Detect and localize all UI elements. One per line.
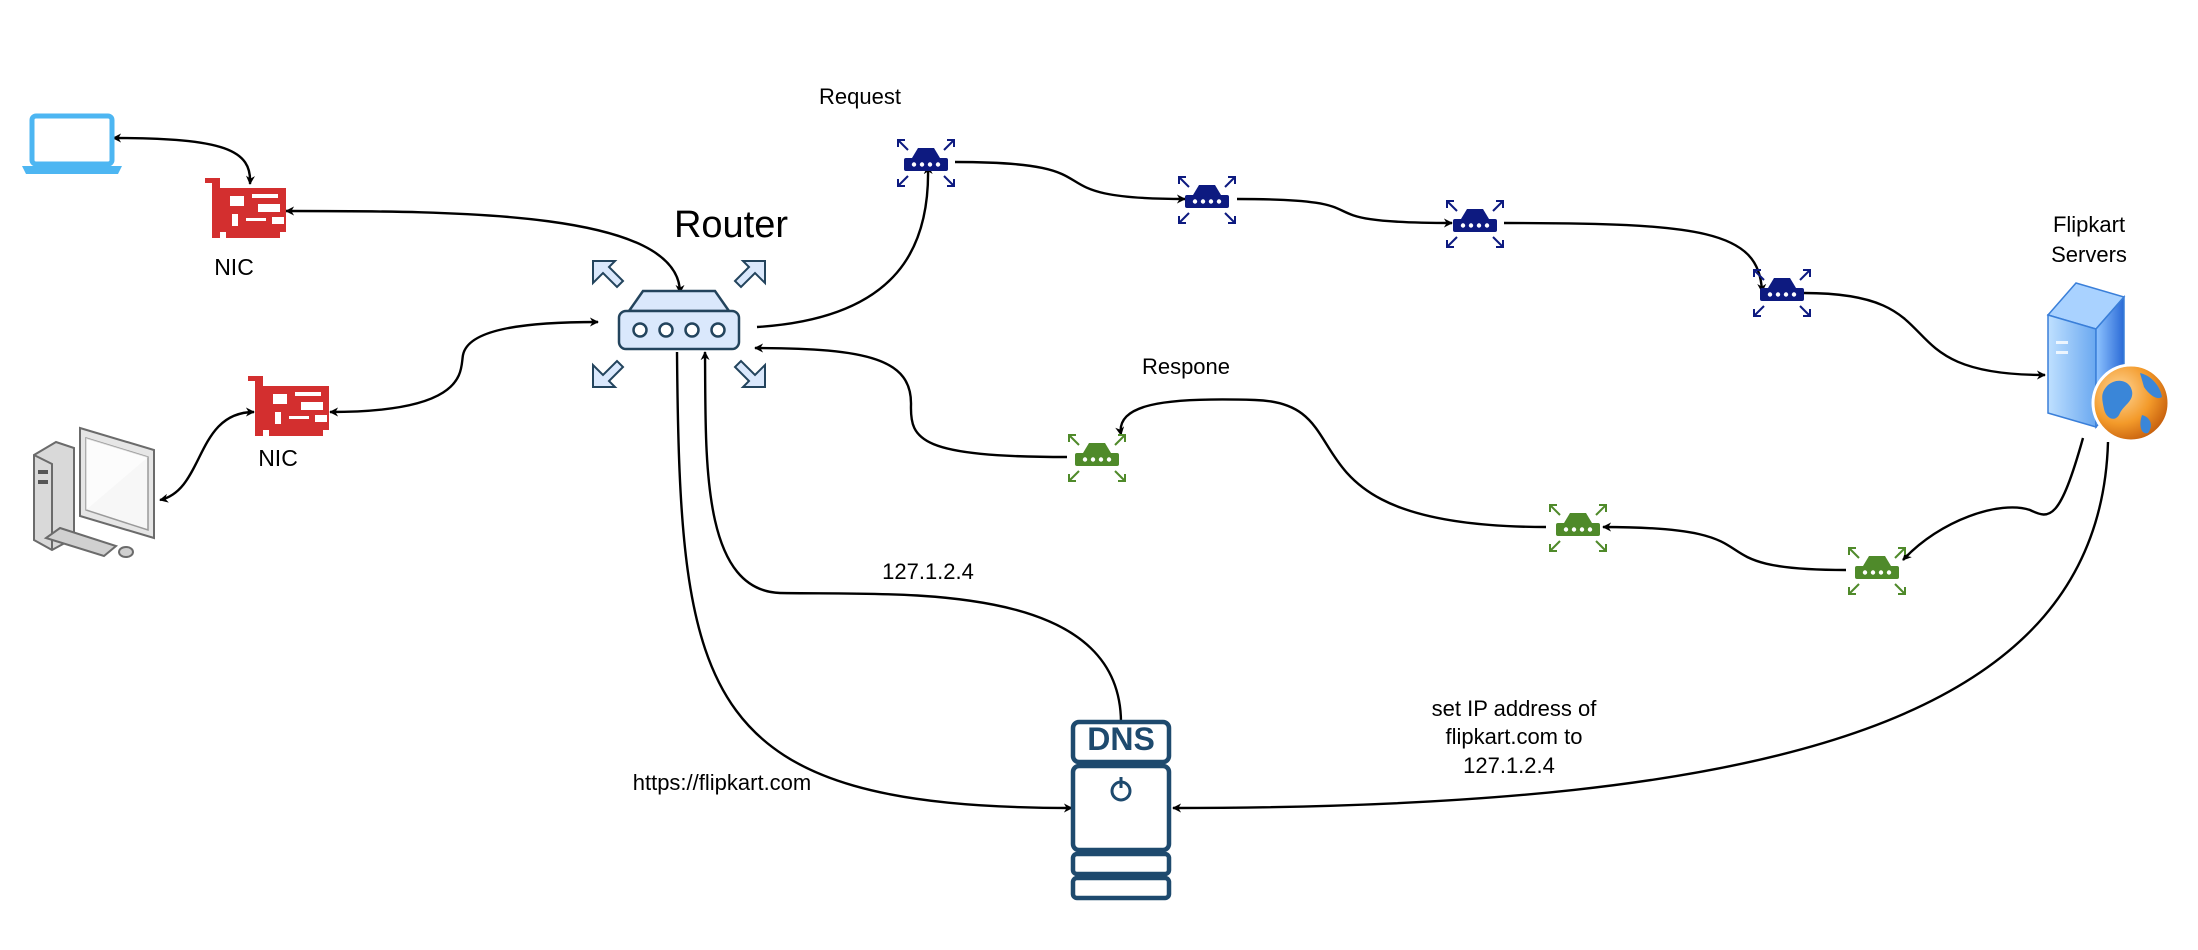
edge-laptop-nic: [112, 133, 255, 185]
request-router-icon-2[interactable]: [1178, 176, 1236, 224]
edge-request-hop3-hop4: [1503, 221, 1767, 293]
edge-router-dns: [675, 351, 1073, 813]
router-label: Router: [674, 204, 788, 246]
edge-request-hop4-server: [1803, 291, 2046, 380]
response-router-icon-2[interactable]: [1549, 504, 1607, 552]
web-server-icon[interactable]: [2046, 282, 2171, 443]
edge-request-hop2-hop3: [1236, 197, 1453, 228]
dns-badge: DNS: [1087, 721, 1155, 757]
laptop-icon[interactable]: [22, 113, 122, 174]
edge-desktop-nic: [159, 407, 255, 503]
response-router-icon-1[interactable]: [1068, 434, 1126, 482]
edge-server-response-hop1: [1902, 437, 2085, 561]
nic-bottom-label: NIC: [258, 445, 298, 471]
request-router-icon-3[interactable]: [1446, 200, 1504, 248]
flipkart-label-line2: Servers: [2051, 242, 2127, 267]
edge-dns-router: [700, 351, 1123, 723]
edge-response-hop2-hop3: [1115, 398, 1547, 529]
edge-response-hop3-router: [754, 343, 1068, 459]
edge-nic-router-bottom: [329, 317, 599, 417]
response-router-icon-3[interactable]: [1848, 547, 1906, 595]
request-router-icon-1[interactable]: [897, 139, 955, 187]
set-ip-label-line3: 127.1.2.4: [1463, 753, 1555, 778]
router-icon[interactable]: [592, 260, 766, 388]
url-label: https://flipkart.com: [633, 770, 812, 795]
edge-response-hop1-hop2: [1602, 522, 1847, 572]
edge-server-dns: [1172, 441, 2110, 813]
dns-server-icon[interactable]: [1070, 719, 1172, 901]
edges: [112, 133, 2110, 813]
nic-top-label: NIC: [214, 254, 254, 280]
request-router-icon-4[interactable]: [1753, 269, 1811, 317]
response-label: Respone: [1142, 354, 1230, 379]
edge-router-request-hop1: [756, 165, 933, 329]
edge-request-hop1-hop2: [954, 160, 1186, 204]
set-ip-label-line2: flipkart.com to: [1446, 724, 1583, 749]
flipkart-label-line1: Flipkart: [2053, 212, 2125, 237]
desktop-computer-icon[interactable]: [33, 426, 155, 558]
request-label: Request: [819, 84, 901, 109]
network-card-icon-top[interactable]: [205, 178, 286, 238]
set-ip-label-line1: set IP address of: [1432, 696, 1598, 721]
network-card-icon-bottom[interactable]: [248, 376, 329, 436]
edge-nic-router: [285, 206, 685, 294]
dns-ip-label: 127.1.2.4: [882, 559, 974, 584]
